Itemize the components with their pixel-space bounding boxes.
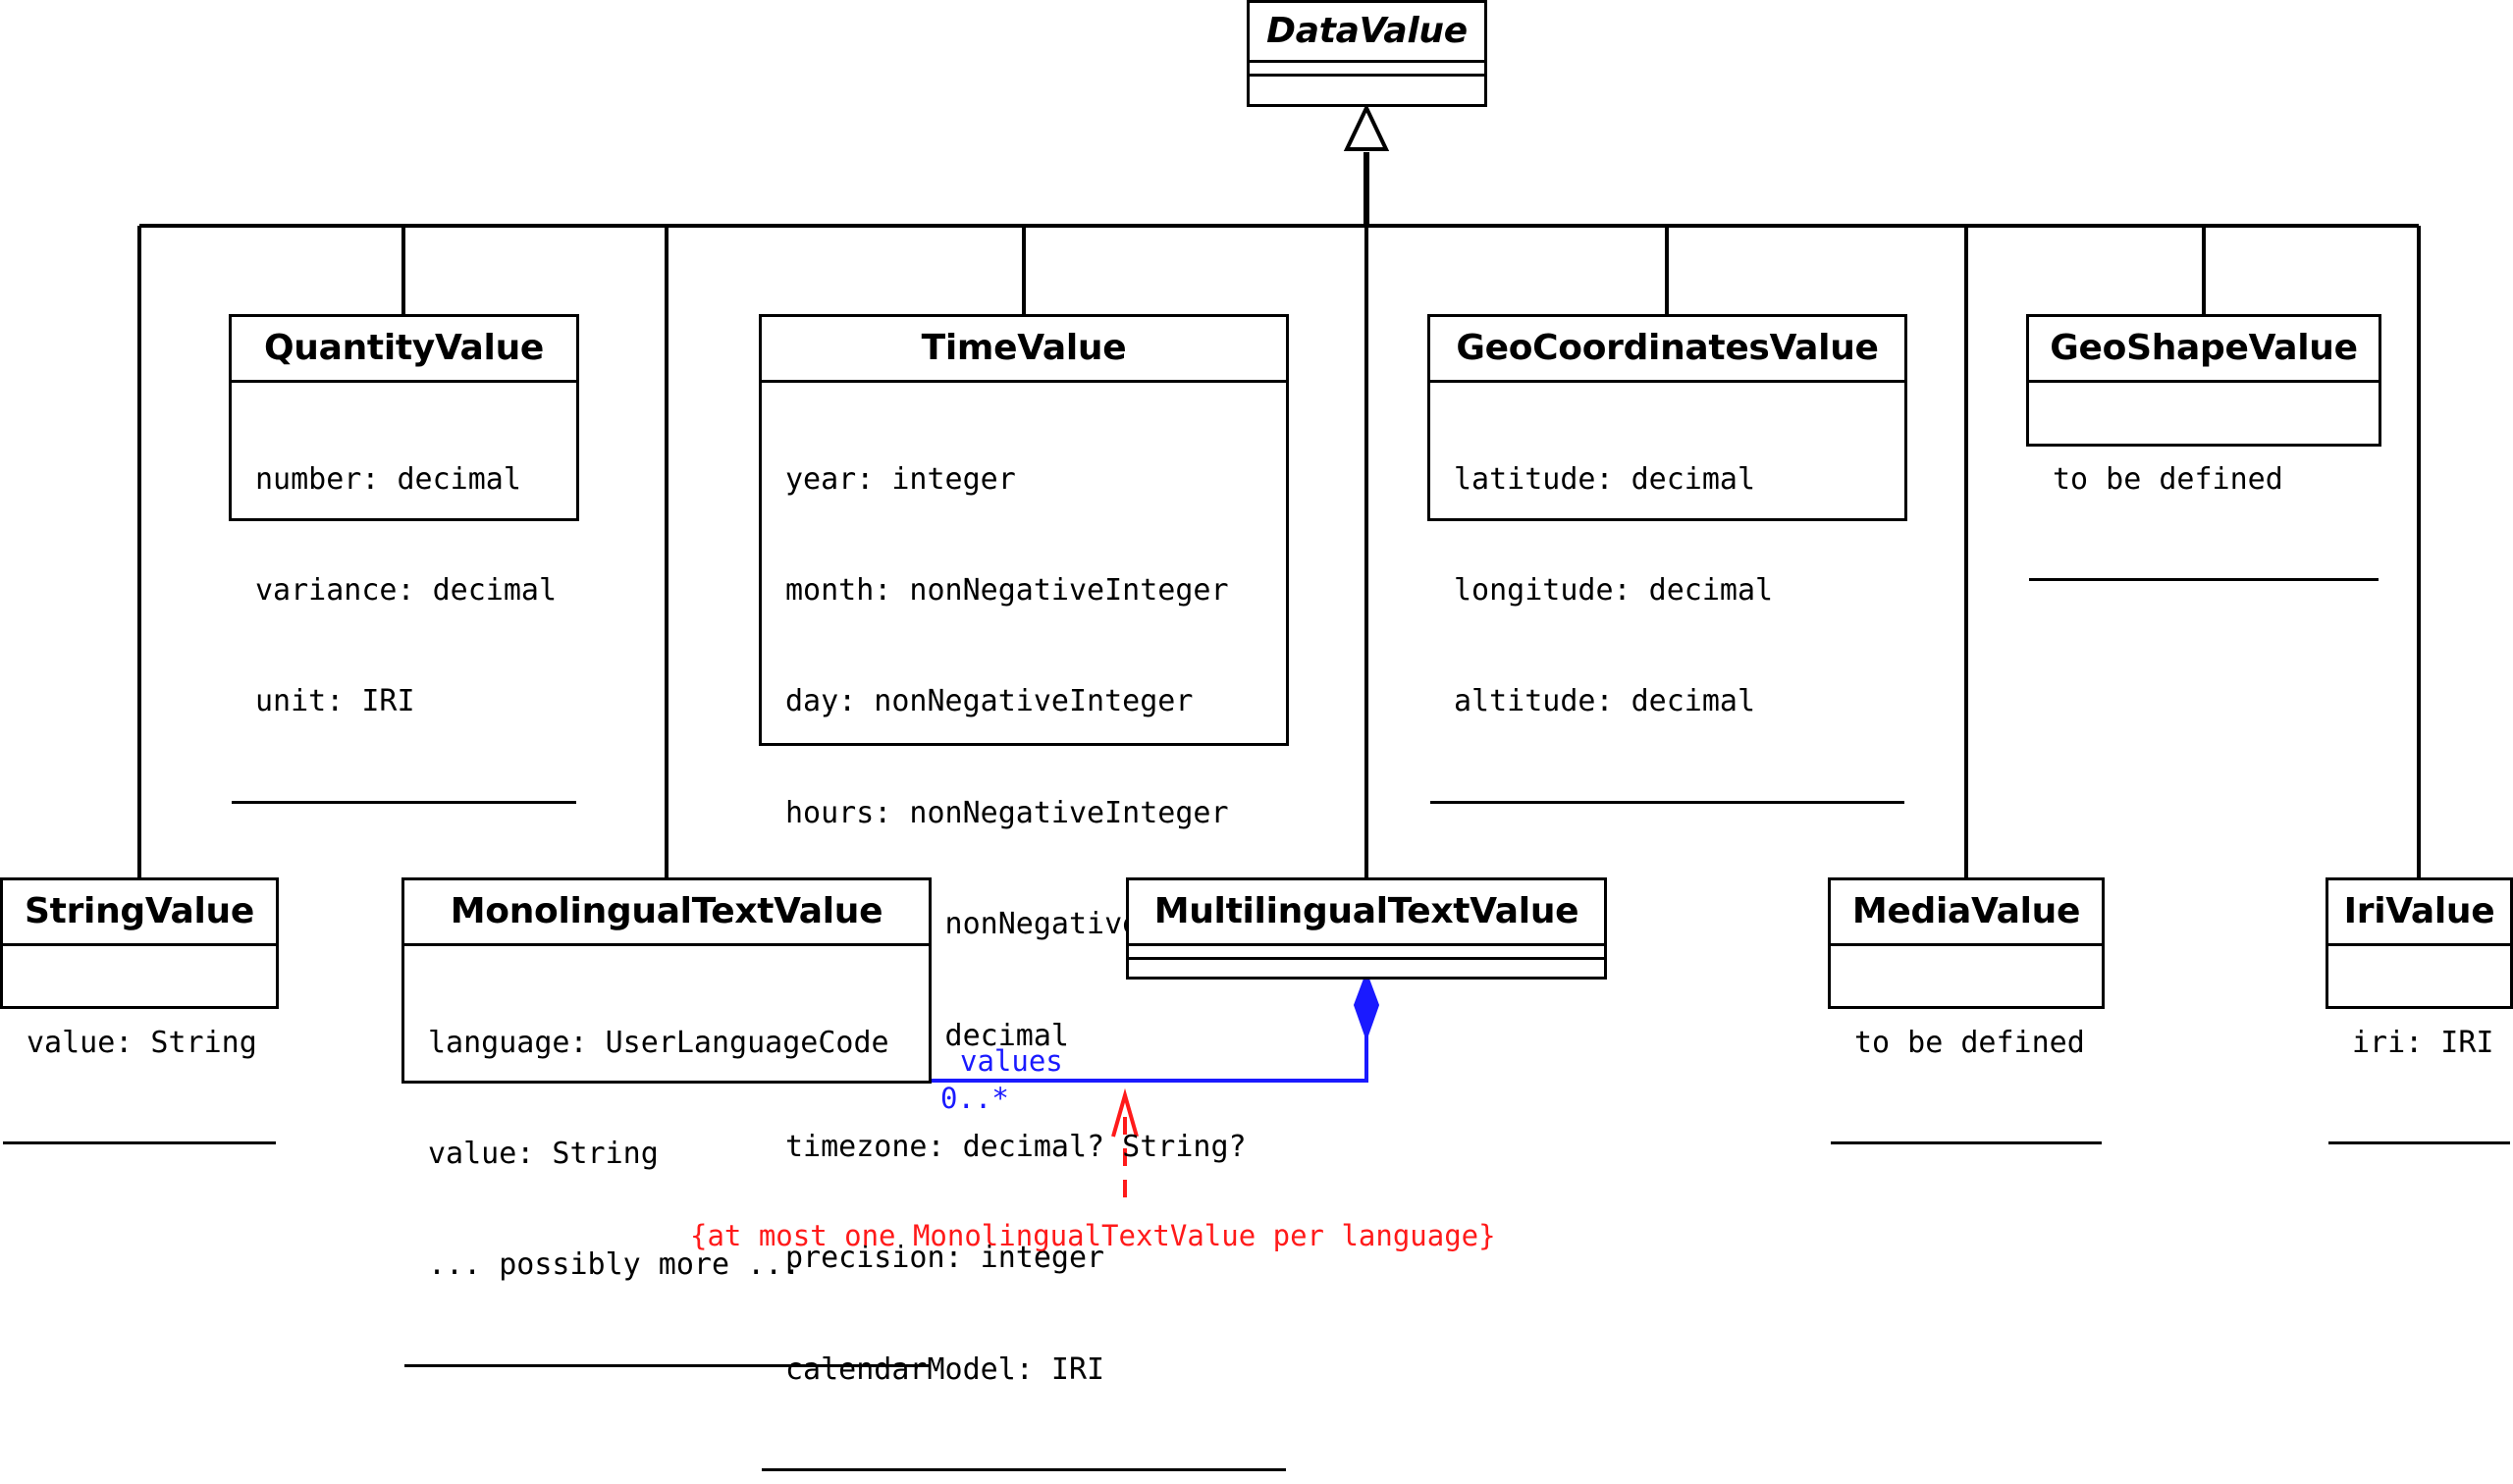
class-quantity-value[interactable]: QuantityValue number: decimal variance: … <box>229 314 579 804</box>
class-geo-coordinates-value[interactable]: GeoCoordinatesValue latitude: decimal lo… <box>1427 314 1907 804</box>
class-operations <box>3 1144 276 1157</box>
class-name: DataValue <box>1250 3 1484 63</box>
class-time-value[interactable]: TimeValue year: integer month: nonNegati… <box>759 314 1289 1472</box>
class-attributes: to be defined <box>1831 946 2102 1144</box>
class-name: StringValue <box>3 880 276 946</box>
attribute: day: nonNegativeInteger <box>785 684 1194 719</box>
attribute: latitude: decimal <box>1454 461 1756 497</box>
class-iri-value[interactable]: IriValue iri: IRI <box>2326 877 2513 1144</box>
composition-line <box>932 1035 1368 1083</box>
class-operations <box>1430 804 1904 817</box>
attribute: iri: IRI <box>2352 1025 2494 1060</box>
class-name: GeoCoordinatesValue <box>1430 317 1904 383</box>
attribute: value: String <box>428 1136 659 1171</box>
class-operations <box>1250 77 1484 89</box>
class-operations <box>1129 960 1604 973</box>
class-name: TimeValue <box>762 317 1286 383</box>
class-multilingual-text-value[interactable]: MultilingualTextValue <box>1126 877 1607 980</box>
attribute: hours: nonNegativeInteger <box>785 795 1229 830</box>
class-name: MediaValue <box>1831 880 2102 946</box>
class-media-value[interactable]: MediaValue to be defined <box>1828 877 2105 1144</box>
class-operations <box>2328 1144 2510 1157</box>
attribute: timezone: decimal? String? <box>785 1129 1247 1164</box>
attribute: altitude: decimal <box>1454 684 1756 719</box>
association-role-label: values <box>960 1044 1063 1078</box>
class-string-value[interactable]: StringValue value: String <box>0 877 279 1144</box>
class-attributes: number: decimal variance: decimal unit: … <box>232 383 576 804</box>
class-operations <box>2029 581 2379 594</box>
class-attributes: language: UserLanguageCode value: String… <box>404 946 929 1367</box>
class-attributes: value: String <box>3 946 276 1144</box>
class-geo-shape-value[interactable]: GeoShapeValue to be defined <box>2026 314 2381 581</box>
class-name: IriValue <box>2328 880 2510 946</box>
class-monolingual-text-value[interactable]: MonolingualTextValue language: UserLangu… <box>401 877 932 1367</box>
attribute: to be defined <box>2053 461 2283 497</box>
connector-layer <box>137 103 2421 1197</box>
constraint-note: {at most one MonolingualTextValue per la… <box>690 1219 1496 1252</box>
class-operations <box>404 1367 929 1380</box>
attribute: year: integer <box>785 461 1016 497</box>
attribute: ... possibly more ... <box>428 1247 801 1283</box>
class-attributes <box>1250 63 1484 77</box>
class-name: MultilingualTextValue <box>1129 880 1604 946</box>
class-operations <box>232 804 576 817</box>
composition-diamond <box>1353 971 1380 1042</box>
attribute: language: UserLanguageCode <box>428 1025 889 1060</box>
class-attributes <box>1129 946 1604 960</box>
attribute: unit: IRI <box>255 684 415 719</box>
generalization-arrowhead <box>1343 103 1390 151</box>
attribute: value: String <box>27 1025 257 1060</box>
attribute: month: nonNegativeInteger <box>785 572 1229 608</box>
class-name: MonolingualTextValue <box>404 880 929 946</box>
class-operations <box>762 1471 1286 1484</box>
attribute: number: decimal <box>255 461 521 497</box>
class-attributes: to be defined <box>2029 383 2379 581</box>
class-name: QuantityValue <box>232 317 576 383</box>
attribute: longitude: decimal <box>1454 572 1774 608</box>
constraint-arrowhead <box>1111 1087 1139 1138</box>
attribute: to be defined <box>1854 1025 2085 1060</box>
attribute: variance: decimal <box>255 572 558 608</box>
class-operations <box>1831 1144 2102 1157</box>
class-attributes: iri: IRI <box>2328 946 2510 1144</box>
class-name: GeoShapeValue <box>2029 317 2379 383</box>
class-attributes: latitude: decimal longitude: decimal alt… <box>1430 383 1904 804</box>
class-data-value[interactable]: DataValue <box>1247 0 1487 107</box>
association-multiplicity-label: 0..* <box>940 1082 1009 1115</box>
